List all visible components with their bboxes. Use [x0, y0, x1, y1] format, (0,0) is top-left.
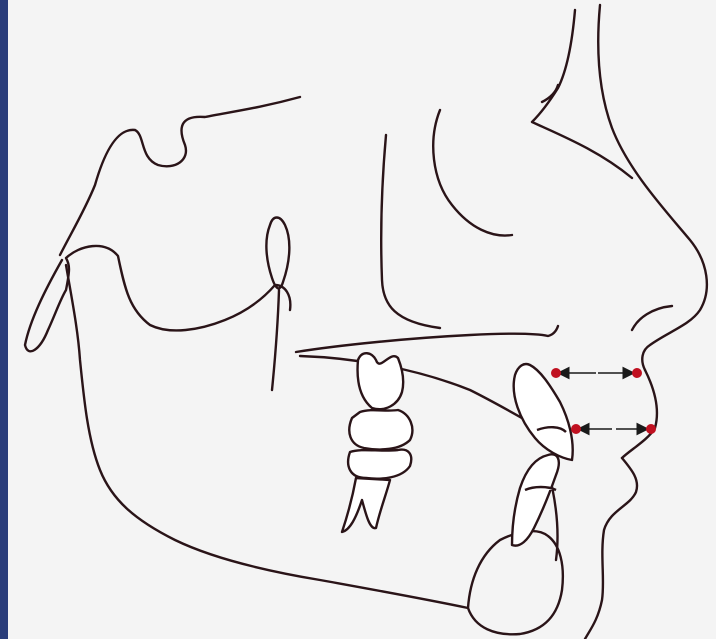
pterygoid-line — [272, 290, 279, 390]
landmark-lower-lip — [646, 424, 656, 434]
landmark-upper-incisor — [551, 368, 561, 378]
lower-first-molar — [342, 410, 412, 532]
pterygomaxillary-fissure — [266, 218, 289, 289]
ala-of-nose — [632, 306, 672, 330]
upper-central-incisor — [514, 364, 573, 460]
palatal-plane — [296, 326, 558, 352]
condyle-ramus-outline — [25, 246, 290, 351]
nasal-bone-outline — [532, 10, 632, 178]
upper-first-molar — [358, 353, 404, 409]
cranial-base-outline — [60, 97, 300, 255]
lower-lip-and-chin-profile — [585, 458, 637, 639]
orbit-lower-curve — [433, 110, 512, 236]
soft-tissue-nose-profile — [598, 5, 707, 370]
palate-lower-line — [300, 356, 540, 428]
nasal-cavity-posterior-line — [381, 135, 440, 328]
upper-lip-profile — [622, 370, 657, 458]
landmark-lower-incisor — [571, 424, 581, 434]
landmark-upper-lip — [632, 368, 642, 378]
